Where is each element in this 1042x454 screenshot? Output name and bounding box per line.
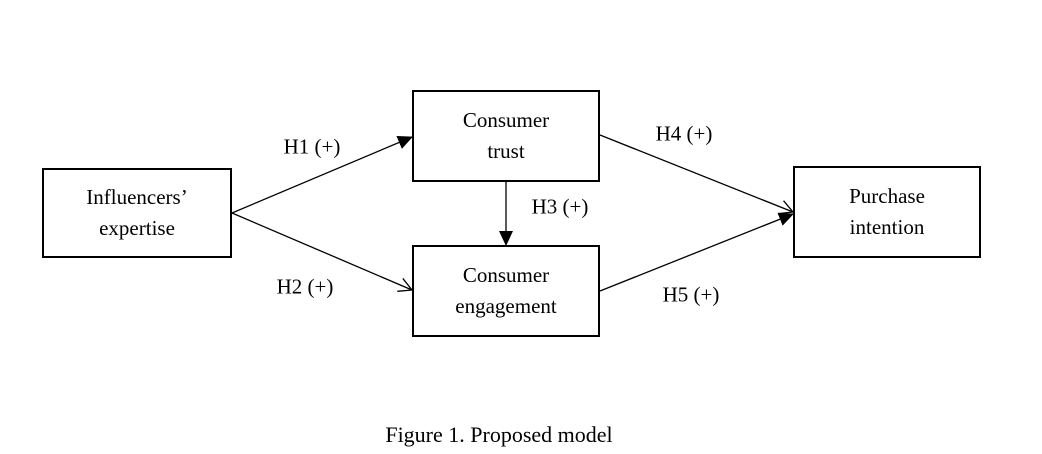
node-label-line: expertise	[99, 216, 175, 240]
edge-label-h1: H1 (+)	[281, 134, 343, 160]
node-purchase-intention: Purchase intention	[793, 166, 981, 258]
node-consumer-trust: Consumer trust	[412, 90, 600, 182]
edge-label-h3: H3 (+)	[529, 194, 591, 220]
edge-label-h4: H4 (+)	[653, 121, 715, 147]
figure-caption: Figure 1. Proposed model	[385, 422, 613, 447]
node-label-line: trust	[487, 139, 525, 163]
node-influencers-expertise: Influencers’ expertise	[42, 168, 232, 258]
edge-h4-arrow	[599, 134, 795, 215]
node-label-line: Consumer	[462, 263, 550, 287]
node-label-line: intention	[849, 215, 925, 239]
edge-label-h5: H5 (+)	[660, 282, 722, 308]
node-consumer-engagement: Consumer engagement	[412, 245, 600, 337]
node-label-line: Purchase	[849, 184, 925, 208]
node-label-line: Consumer	[462, 108, 550, 132]
edge-h5-arrow	[599, 212, 794, 292]
edge-label-h2: H2 (+)	[274, 274, 336, 300]
node-label-line: engagement	[455, 294, 557, 318]
node-label-line: Influencers’	[86, 185, 188, 209]
